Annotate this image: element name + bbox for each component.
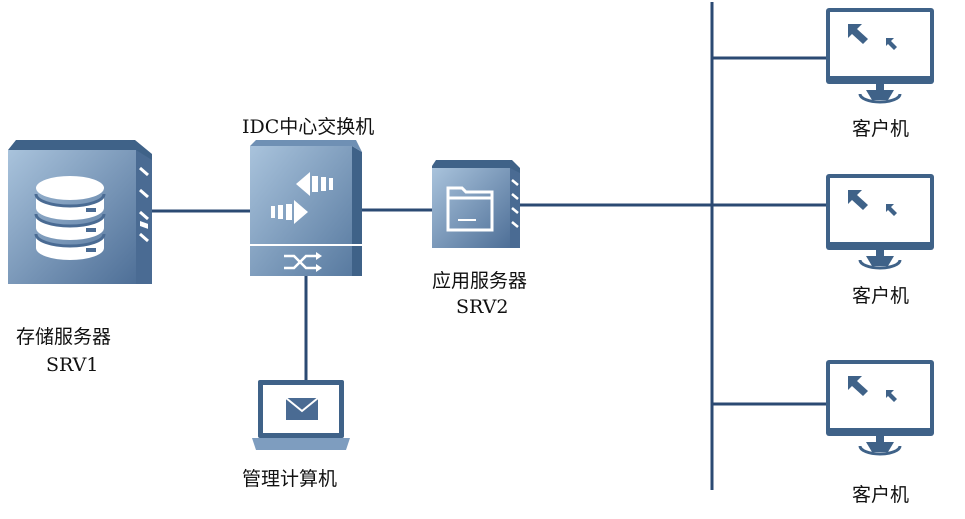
app-server-id: SRV2: [456, 296, 509, 318]
mgmt-computer-label: 管理计算机: [242, 468, 338, 490]
folder-server-icon: [432, 160, 520, 248]
storage-server-id: SRV1: [46, 354, 99, 376]
laptop-mail-icon: [252, 380, 350, 450]
storage-server-label: 存储服务器: [16, 326, 112, 348]
client-monitor-icon: [824, 358, 936, 456]
client-monitor-icon: [824, 172, 936, 270]
client-label: 客户机: [852, 484, 910, 506]
client-label: 客户机: [852, 118, 910, 140]
network-switch-icon: [250, 140, 362, 276]
core-switch-label: IDC中心交换机: [242, 116, 375, 138]
app-server-label: 应用服务器: [432, 270, 528, 292]
client-label: 客户机: [852, 285, 910, 307]
database-server-icon: [8, 140, 152, 284]
client-monitor-icon: [824, 6, 936, 104]
